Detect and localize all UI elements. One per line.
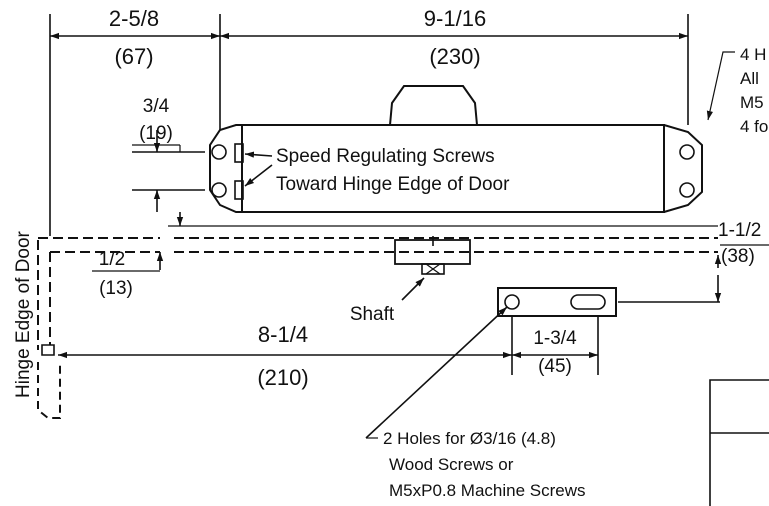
holes-note-line1: 2 Holes for Ø3/16 (4.8)	[383, 429, 556, 448]
closer-right-cap	[663, 124, 703, 213]
right-note-line1: 4 H	[740, 45, 766, 64]
partial-box	[709, 379, 769, 506]
dim-3-4-inch: 3/4	[143, 96, 170, 117]
dim-1-2-mm: (13)	[99, 278, 133, 299]
closer-hole	[679, 182, 695, 198]
hinge-edge-label: Hinge Edge of Door	[13, 230, 34, 398]
leader-speed-screw-upper	[244, 151, 273, 158]
shaft-cross	[425, 263, 441, 275]
closer-body	[241, 124, 665, 213]
leader-right-note	[706, 51, 735, 121]
shaft-label: Shaft	[350, 304, 395, 325]
leader-speed-screw-lower	[244, 164, 273, 187]
speed-screw	[234, 180, 244, 200]
dim-top-right-inch: 9-1/16	[424, 6, 486, 31]
closer-hole	[211, 182, 227, 198]
dim-8-1-4-inch: 8-1/4	[258, 322, 308, 347]
right-note-line4: 4 fo	[740, 117, 768, 136]
closer-hole	[211, 144, 227, 160]
dim-1-1-2-mm: (38)	[721, 246, 755, 267]
dim-top-left-inch: 2-5/8	[109, 6, 159, 31]
holes-note-line3: M5xP0.8 Machine Screws	[389, 481, 586, 500]
dim-top-right-mm: (230)	[429, 44, 480, 69]
dim-1-3-4-mm: (45)	[538, 356, 572, 377]
mounting-bracket	[497, 287, 617, 317]
dim-1-2-inch: 1/2	[99, 249, 125, 270]
hinge-leaf	[37, 362, 61, 419]
dim-3-4-mm: (19)	[139, 123, 173, 144]
holes-note-line2: Wood Screws or	[389, 455, 514, 474]
speed-label-line2: Toward Hinge Edge of Door	[276, 174, 510, 195]
closer-hole	[679, 144, 695, 160]
bracket-slot	[570, 294, 606, 310]
leader-holes	[365, 306, 508, 439]
shaft-pinion	[421, 263, 445, 275]
bracket-hole	[504, 294, 520, 310]
dim-1-1-2-inch: 1-1/2	[718, 220, 761, 241]
hinge-knuckle	[41, 344, 55, 356]
speed-label-line1: Speed Regulating Screws	[276, 146, 495, 167]
right-note-line3: M5	[740, 93, 764, 112]
leader-shaft	[401, 277, 425, 301]
dim-top-left-mm: (67)	[114, 44, 153, 69]
dim-1-3-4-inch: 1-3/4	[533, 328, 577, 349]
right-note-line2: All	[740, 69, 759, 88]
dim-8-1-4-mm: (210)	[257, 365, 308, 390]
speed-screw	[234, 143, 244, 163]
closer-top-valve	[388, 85, 479, 126]
